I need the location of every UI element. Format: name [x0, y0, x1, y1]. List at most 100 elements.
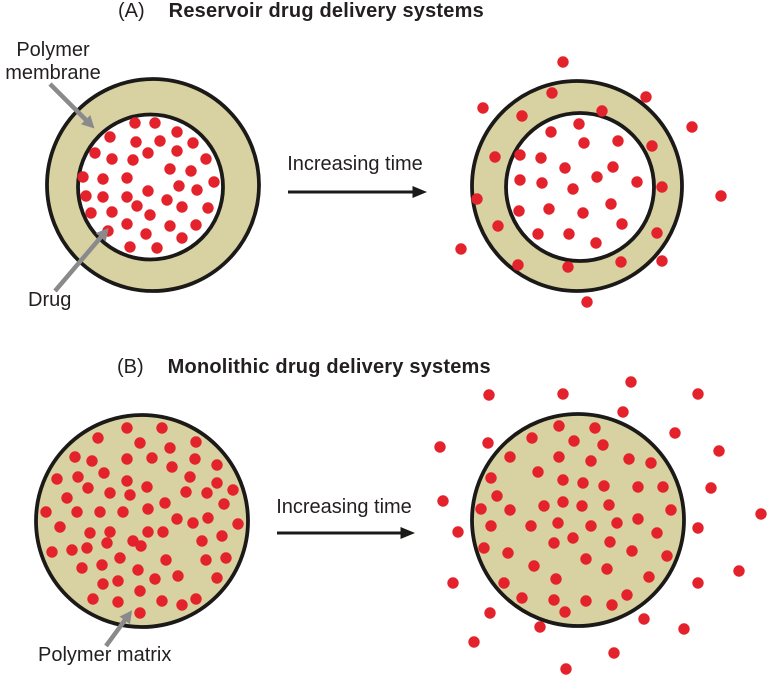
drug-dot — [227, 484, 239, 496]
drug-dot — [40, 506, 52, 518]
drug-dot — [455, 243, 467, 255]
drug-dot — [498, 577, 510, 589]
drug-dot — [567, 532, 579, 544]
drug-dot — [596, 105, 608, 117]
drug-dot — [97, 173, 109, 185]
drug-dots-matrix — [40, 422, 244, 619]
drug-dot — [656, 181, 668, 193]
drug-dot — [82, 482, 94, 494]
drug-dot — [142, 147, 154, 159]
drug-dot — [713, 445, 725, 457]
drug-pointer-arrow — [53, 227, 109, 293]
arrows-layer — [48, 82, 427, 648]
drug-dot — [632, 513, 644, 525]
drug-dot — [484, 607, 496, 619]
drug-dot — [553, 451, 565, 463]
drug-dot — [557, 496, 569, 508]
drug-dot — [557, 56, 569, 68]
drug-dot — [611, 517, 623, 529]
drug-dot — [581, 296, 593, 308]
drug-dot — [475, 503, 487, 515]
drug-dot — [705, 482, 717, 494]
drug-dot — [154, 135, 166, 147]
drug-dot — [106, 153, 118, 165]
drug-dot — [692, 522, 704, 534]
drug-dot — [550, 573, 562, 585]
panel-a-title-text: Reservoir drug delivery systems — [168, 0, 484, 22]
drug-dot — [89, 147, 101, 159]
polymer-matrix-pointer-arrow — [104, 610, 133, 648]
drug-dot — [608, 647, 620, 659]
drug-dot — [87, 593, 99, 605]
drug-dot — [553, 420, 565, 432]
drug-dot — [121, 172, 133, 184]
drug-dot — [98, 467, 110, 479]
drug-dot — [196, 535, 208, 547]
drug-dot — [200, 554, 212, 566]
drug-dot — [216, 530, 228, 542]
polymer-matrix-disc — [470, 412, 686, 628]
drug-dot — [102, 225, 114, 237]
drug-dot — [142, 526, 154, 538]
drug-dot — [61, 492, 73, 504]
drug-dot — [665, 504, 677, 516]
drug-dot — [131, 200, 143, 212]
drug-dot — [51, 473, 63, 485]
drug-dot — [211, 459, 223, 471]
drug-dot — [77, 171, 89, 183]
drug-dot — [164, 163, 176, 175]
polymer-matrix-label: Polymer matrix — [38, 644, 172, 666]
drug-dot — [76, 562, 88, 574]
drug-dot — [187, 517, 199, 529]
drug-dot — [232, 518, 244, 530]
drug-dot — [176, 201, 188, 213]
polymer-membrane-label: Polymer membrane — [5, 39, 101, 84]
drug-dot — [546, 87, 558, 99]
drug-dot — [114, 552, 126, 564]
drug-dot — [200, 153, 212, 165]
drug-dot — [601, 563, 613, 575]
drug-dot — [516, 110, 528, 122]
drug-dot — [504, 504, 516, 516]
drug-label: Drug — [28, 289, 72, 311]
drug-dot — [532, 466, 544, 478]
drug-dot — [632, 481, 644, 493]
drug-dot — [171, 513, 183, 525]
drug-dot — [54, 521, 66, 533]
panel-b-after-figure — [434, 376, 767, 675]
drug-dot — [141, 481, 153, 493]
drug-dot — [96, 559, 108, 571]
polymer-matrix-disc — [34, 413, 250, 629]
drug-dot — [121, 218, 133, 230]
drug-dot — [130, 136, 142, 148]
drug-dot — [159, 497, 171, 509]
drug-dot — [135, 540, 147, 552]
drug-dot — [164, 220, 176, 232]
drug-dot — [104, 526, 116, 538]
drug-dot — [140, 228, 152, 240]
drug-dot — [121, 475, 133, 487]
drug-dot — [202, 202, 214, 214]
drug-dot — [46, 546, 58, 558]
drug-dot — [157, 526, 169, 538]
drug-dot — [132, 564, 144, 576]
drug-dot — [548, 537, 560, 549]
drug-dots-core — [513, 118, 643, 249]
drug-dot — [176, 232, 188, 244]
drug-dots-in-membrane — [471, 87, 668, 273]
drug-dot — [478, 542, 490, 554]
drug-dot — [502, 547, 514, 559]
drug-dot — [176, 599, 188, 611]
drug-dot — [491, 490, 503, 502]
drug-dot — [686, 121, 698, 133]
drug-dot — [559, 162, 571, 174]
drug-dot — [548, 594, 560, 606]
drug-dot — [94, 506, 106, 518]
drug-dot — [112, 596, 124, 608]
drug-dot — [651, 227, 663, 239]
drug-dot — [112, 575, 124, 587]
drug-dot — [101, 537, 113, 549]
drug-dot — [489, 151, 501, 163]
drug-dot — [160, 554, 172, 566]
